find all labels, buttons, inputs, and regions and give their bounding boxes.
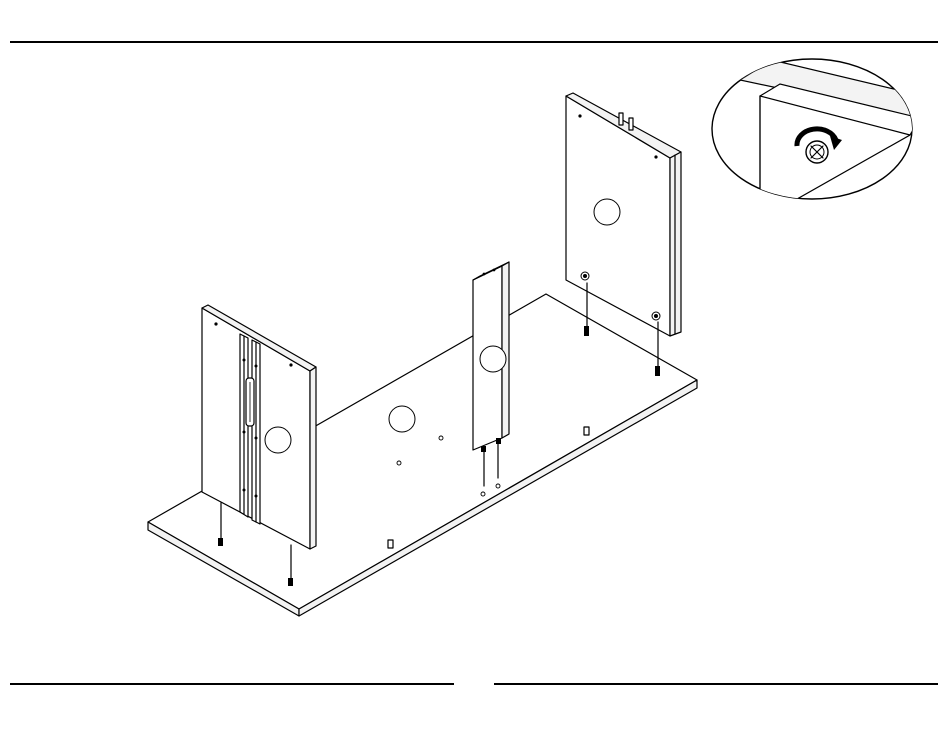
- cam-lock-icon: [806, 141, 828, 163]
- bottom-left-divider: [10, 683, 454, 685]
- bottom-right-divider: [494, 683, 938, 685]
- cam-lock-detail-callout: [712, 59, 940, 220]
